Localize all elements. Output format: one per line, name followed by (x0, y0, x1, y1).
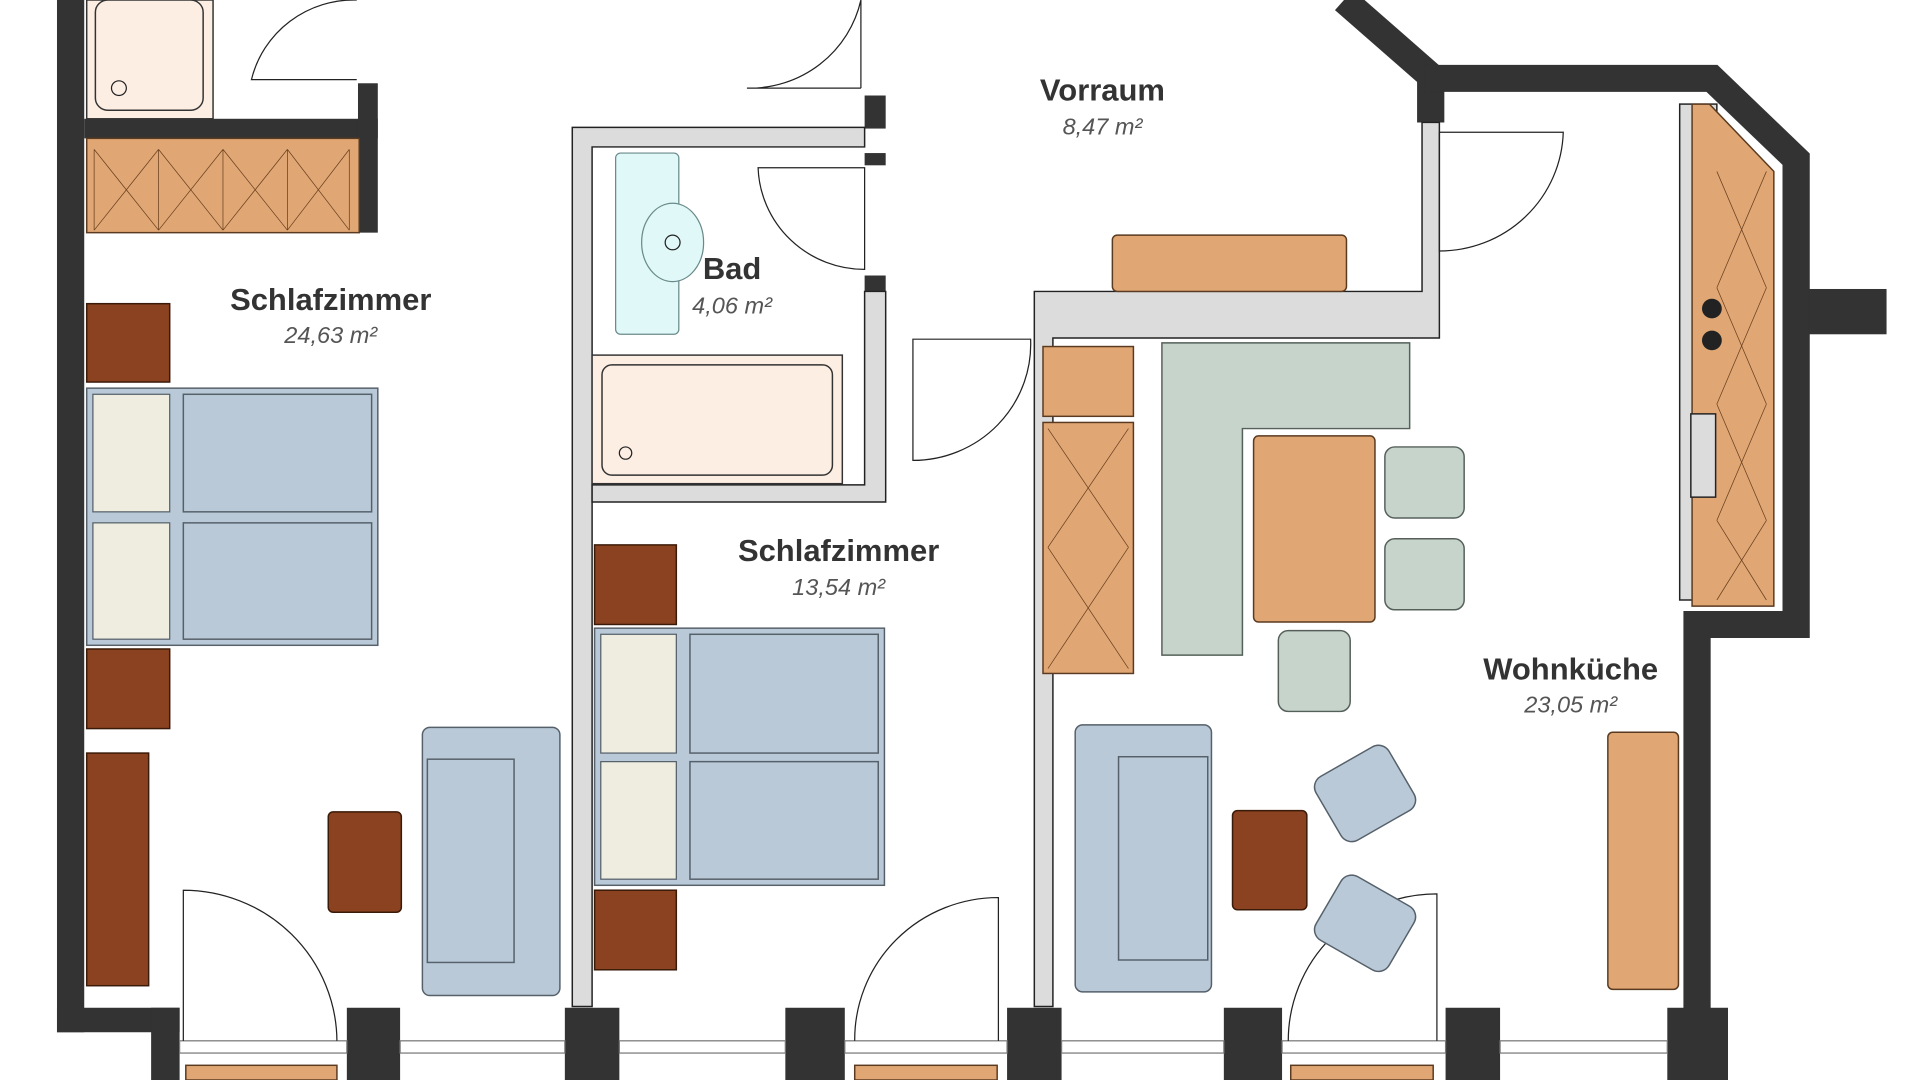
pillow (92, 522, 171, 640)
wall-stub (1808, 288, 1887, 335)
tall-cabinet (1042, 421, 1135, 675)
cooktop-burner (1701, 330, 1722, 351)
room-name-schlafzimmer-1: Schlafzimmer (230, 282, 431, 317)
nightstand (593, 889, 678, 971)
nightstand (85, 302, 171, 383)
chair (1277, 629, 1351, 713)
room-name-vorraum: Vorraum (1040, 73, 1165, 108)
shower-drain (110, 80, 127, 97)
nightstand (85, 648, 171, 730)
wall-closet (84, 118, 378, 139)
chair (1384, 538, 1465, 611)
window (1281, 1040, 1447, 1054)
blanket (182, 393, 373, 513)
sofa-seat (426, 758, 515, 964)
toilet (641, 202, 705, 283)
door-swing (746, 0, 862, 89)
blanket (689, 760, 879, 880)
wall-left (56, 0, 85, 1033)
sofa-seat (1117, 756, 1209, 961)
chair (1384, 446, 1465, 519)
room-name-wohnkueche: Wohnküche (1483, 652, 1658, 687)
bathtub-drain (618, 446, 633, 460)
door-swing-schlafzimmer2 (912, 338, 1032, 462)
toilet-drain (664, 234, 681, 251)
wall-pier (1007, 1007, 1062, 1080)
bathtub-inner (601, 364, 834, 476)
door-swing-bad (757, 167, 866, 271)
door-swing-wohnkueche (1438, 131, 1564, 252)
room-labels: Vorraum 8,47 m² Bad 4,06 m² Schlafzimmer… (230, 73, 1658, 718)
balcony-door-2 (854, 896, 1000, 1041)
coffee-table (1231, 809, 1308, 911)
wall-right (1424, 64, 1810, 1033)
pillow (600, 761, 677, 880)
partition-bad-right (591, 290, 887, 503)
dining-table (1252, 435, 1376, 623)
pillow (92, 393, 171, 513)
room-area-vorraum: 8,47 m² (1063, 114, 1144, 140)
wall-pier (1445, 1007, 1501, 1080)
wall-piece (864, 153, 886, 166)
pillow (600, 633, 677, 754)
partition-vorraum (1033, 121, 1441, 1008)
vorraum-cabinet (1111, 234, 1348, 293)
corner-bench (1161, 342, 1411, 656)
window-sill (1289, 1064, 1434, 1080)
wall-pier (151, 1007, 180, 1080)
cabinet (1042, 345, 1135, 418)
partition-bad (571, 126, 866, 1008)
room-name-schlafzimmer-2: Schlafzimmer (738, 533, 939, 568)
kitchen-sink (1690, 413, 1717, 498)
partition-walls (571, 121, 1441, 1008)
wall-pier (1667, 1007, 1728, 1080)
window (399, 1040, 566, 1054)
wohnkueche-furniture (1042, 103, 1775, 993)
window (1499, 1040, 1668, 1054)
wall-diagonal (1334, 0, 1445, 123)
shower-tray (94, 0, 204, 111)
wall-pier (1223, 1007, 1283, 1080)
wall-closet-side (357, 83, 378, 233)
schlafzimmer-2-furniture (593, 544, 886, 971)
desk (85, 752, 150, 987)
wall-piece (864, 95, 886, 129)
windows (178, 1040, 1668, 1080)
blanket (182, 522, 373, 640)
room-area-schlafzimmer-2: 13,54 m² (792, 574, 886, 600)
room-area-bad: 4,06 m² (692, 293, 773, 319)
side-table (327, 811, 403, 913)
kitchen-counter (1691, 103, 1775, 607)
wardrobe-doors (93, 149, 350, 231)
room-name-bad: Bad (703, 251, 761, 286)
sideboard (1607, 731, 1680, 991)
wall-pier (564, 1007, 620, 1080)
window (844, 1040, 1008, 1054)
armchair (1313, 874, 1417, 973)
window (618, 1040, 786, 1054)
window-sill (185, 1064, 338, 1080)
door-swing (250, 0, 357, 81)
kitchen-counter-cabinets (1716, 171, 1767, 601)
window (1060, 1040, 1225, 1054)
window (178, 1040, 348, 1054)
schlafzimmer-1-furniture (85, 0, 561, 997)
wall-piece (864, 275, 886, 292)
balcony-door-1 (182, 889, 338, 1041)
room-area-wohnkueche: 23,05 m² (1523, 692, 1618, 718)
doors (182, 0, 1564, 1041)
cabinet-doors (1047, 428, 1129, 669)
window-sill (853, 1064, 998, 1080)
wall-pier (346, 1007, 401, 1080)
cooktop-burner (1701, 298, 1722, 319)
nightstand (593, 544, 678, 626)
room-area-schlafzimmer-1: 24,63 m² (283, 322, 378, 348)
wall-pier (785, 1007, 845, 1080)
armchair (1313, 744, 1417, 843)
outer-walls (56, 0, 1887, 1080)
blanket (689, 633, 879, 754)
bad-furniture (591, 152, 844, 485)
